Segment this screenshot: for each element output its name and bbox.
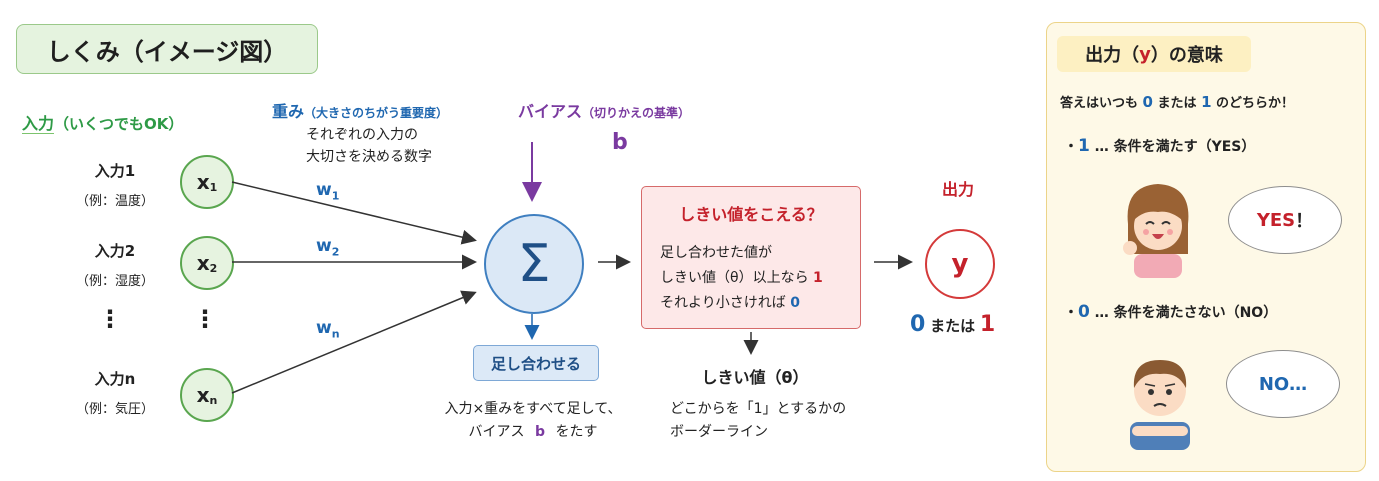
- output-values: 0 または 1: [910, 312, 995, 337]
- threshold-box-title: しきい値をこえる？: [679, 205, 823, 224]
- threshold-line2-value: 1: [813, 270, 823, 286]
- yes-bubble-text: YES: [1256, 209, 1296, 231]
- no-speech-bubble: NO…: [1226, 350, 1340, 418]
- weight-sub: 2: [331, 245, 340, 259]
- boy-worried-icon: [1130, 360, 1190, 450]
- bullet: ・: [1064, 139, 1078, 155]
- input-2-example: （例：湿度）: [75, 274, 154, 289]
- weights-desc-line2: 大切さを決める数字: [306, 149, 432, 165]
- panel-title-y: y: [1139, 43, 1151, 65]
- panel-intro-pre: 答えはいつも: [1060, 96, 1139, 111]
- threshold-line1: 足し合わせた値が: [660, 245, 772, 261]
- threshold-line3-text: それより小さければ: [660, 295, 786, 311]
- panel-intro: 答えはいつも 0 または 1 のどちらか！: [1060, 92, 1294, 111]
- input-1-label: 入力1: [94, 162, 136, 180]
- no-bubble-text: NO…: [1258, 373, 1308, 395]
- sum-desc-line1: 入力×重みをすべて足して、: [444, 401, 622, 417]
- output-one: 1: [979, 312, 996, 337]
- panel-yes-text: … 条件を満たす（YES）: [1094, 139, 1256, 155]
- input-1-example: （例：温度）: [75, 194, 154, 209]
- inputs-header-main: 入力: [22, 114, 55, 134]
- weight-label-n: wn: [316, 318, 340, 340]
- panel-title: 出力（y）の意味: [1057, 36, 1251, 72]
- weight-label-2: w2: [316, 236, 339, 258]
- panel-yes-line: ・1 … 条件を満たす（YES）: [1064, 136, 1255, 156]
- input-node-var: x: [196, 251, 210, 275]
- weight-sub: n: [331, 327, 340, 341]
- panel-no-text: … 条件を満たさない（NO）: [1094, 305, 1278, 321]
- output-zero: 0: [910, 312, 926, 337]
- input-node-var: x: [196, 383, 210, 407]
- threshold-box: しきい値をこえる？ 足し合わせた値が しきい値（θ）以上なら 1 それより小さけ…: [641, 186, 861, 329]
- output-mid: または: [930, 317, 976, 335]
- weight-var: w: [316, 236, 332, 256]
- threshold-line2: しきい値（θ）以上なら 1: [660, 267, 823, 287]
- input-node-var: x: [196, 170, 210, 194]
- arrow-xn-to-sum: [231, 290, 477, 394]
- panel-intro-post: のどちらか！: [1216, 96, 1295, 111]
- weight-var: w: [316, 318, 332, 338]
- input-2-label: 入力2: [94, 242, 136, 260]
- panel-no-line: ・0 … 条件を満たさない（NO）: [1064, 302, 1277, 322]
- output-symbol: y: [951, 249, 969, 279]
- panel-intro-zero: 0: [1142, 93, 1153, 111]
- panel-title-post: ）の意味: [1150, 45, 1223, 66]
- threshold-note-line2: ボーダーライン: [670, 424, 768, 440]
- girl-smiling-icon: [1123, 184, 1189, 278]
- inputs-header-sub: （いくつでもOK）: [54, 115, 184, 133]
- panel-title-pre: 出力（: [1085, 45, 1140, 66]
- threshold-line3-value: 0: [790, 295, 800, 311]
- input-node-sub: 1: [209, 180, 218, 194]
- bias-symbol: b: [612, 130, 628, 155]
- threshold-line2-text: しきい値（θ）以上なら: [660, 270, 809, 286]
- threshold-note-line1: どこからを「1」とするかの: [670, 401, 847, 417]
- summation-node: Σ: [484, 214, 584, 314]
- weight-var: w: [316, 180, 332, 200]
- input-ellipsis: ⋮: [98, 305, 122, 333]
- panel-intro-one: 1: [1201, 93, 1212, 111]
- diagram-title: しくみ（イメージ図）: [16, 24, 318, 74]
- sum-box: 足し合わせる: [473, 345, 599, 381]
- input-node-sub: 2: [209, 261, 218, 275]
- weights-title-note: （大きさのちがう重要度）: [304, 106, 449, 120]
- sum-desc-line2: バイアス b をたす: [418, 421, 648, 441]
- weight-sub: 1: [331, 189, 340, 203]
- sum-desc-line2-pre: バイアス: [468, 424, 525, 440]
- weights-header: 重み（大きさのちがう重要度）: [272, 98, 448, 122]
- bias-title-note: （切りかえの基準）: [582, 106, 691, 120]
- weights-desc-line1: それぞれの入力の: [306, 127, 418, 143]
- sum-box-label: 足し合わせる: [490, 354, 581, 373]
- sigma-symbol: Σ: [517, 234, 551, 294]
- sum-desc-bias-symbol: b: [534, 424, 546, 440]
- weights-title: 重み: [272, 102, 305, 121]
- output-title: 出力: [941, 180, 974, 199]
- sum-desc-line2-post: をたす: [555, 424, 598, 440]
- bias-title: バイアス: [518, 102, 583, 121]
- input-n-label: 入力n: [94, 370, 136, 388]
- input-n-example: （例：気圧）: [75, 402, 154, 417]
- node-ellipsis: ⋮: [193, 305, 217, 333]
- output-node: y: [925, 229, 995, 299]
- input-node-sub: n: [209, 393, 218, 407]
- panel-no-value: 0: [1078, 302, 1090, 322]
- weight-label-1: w1: [316, 180, 339, 202]
- inputs-header: 入力（いくつでもOK）: [22, 110, 183, 134]
- bias-header: バイアス（切りかえの基準）: [518, 98, 690, 122]
- bullet: ・: [1064, 305, 1078, 321]
- threshold-note-title: しきい値（θ）: [701, 368, 809, 387]
- yes-bubble-mark: ！: [1295, 211, 1314, 232]
- yes-speech-bubble: YES！: [1228, 186, 1342, 254]
- arrow-x1-to-sum: [231, 181, 477, 245]
- threshold-line3: それより小さければ 0: [660, 292, 800, 312]
- panel-yes-value: 1: [1078, 136, 1090, 156]
- panel-intro-mid: または: [1157, 96, 1197, 111]
